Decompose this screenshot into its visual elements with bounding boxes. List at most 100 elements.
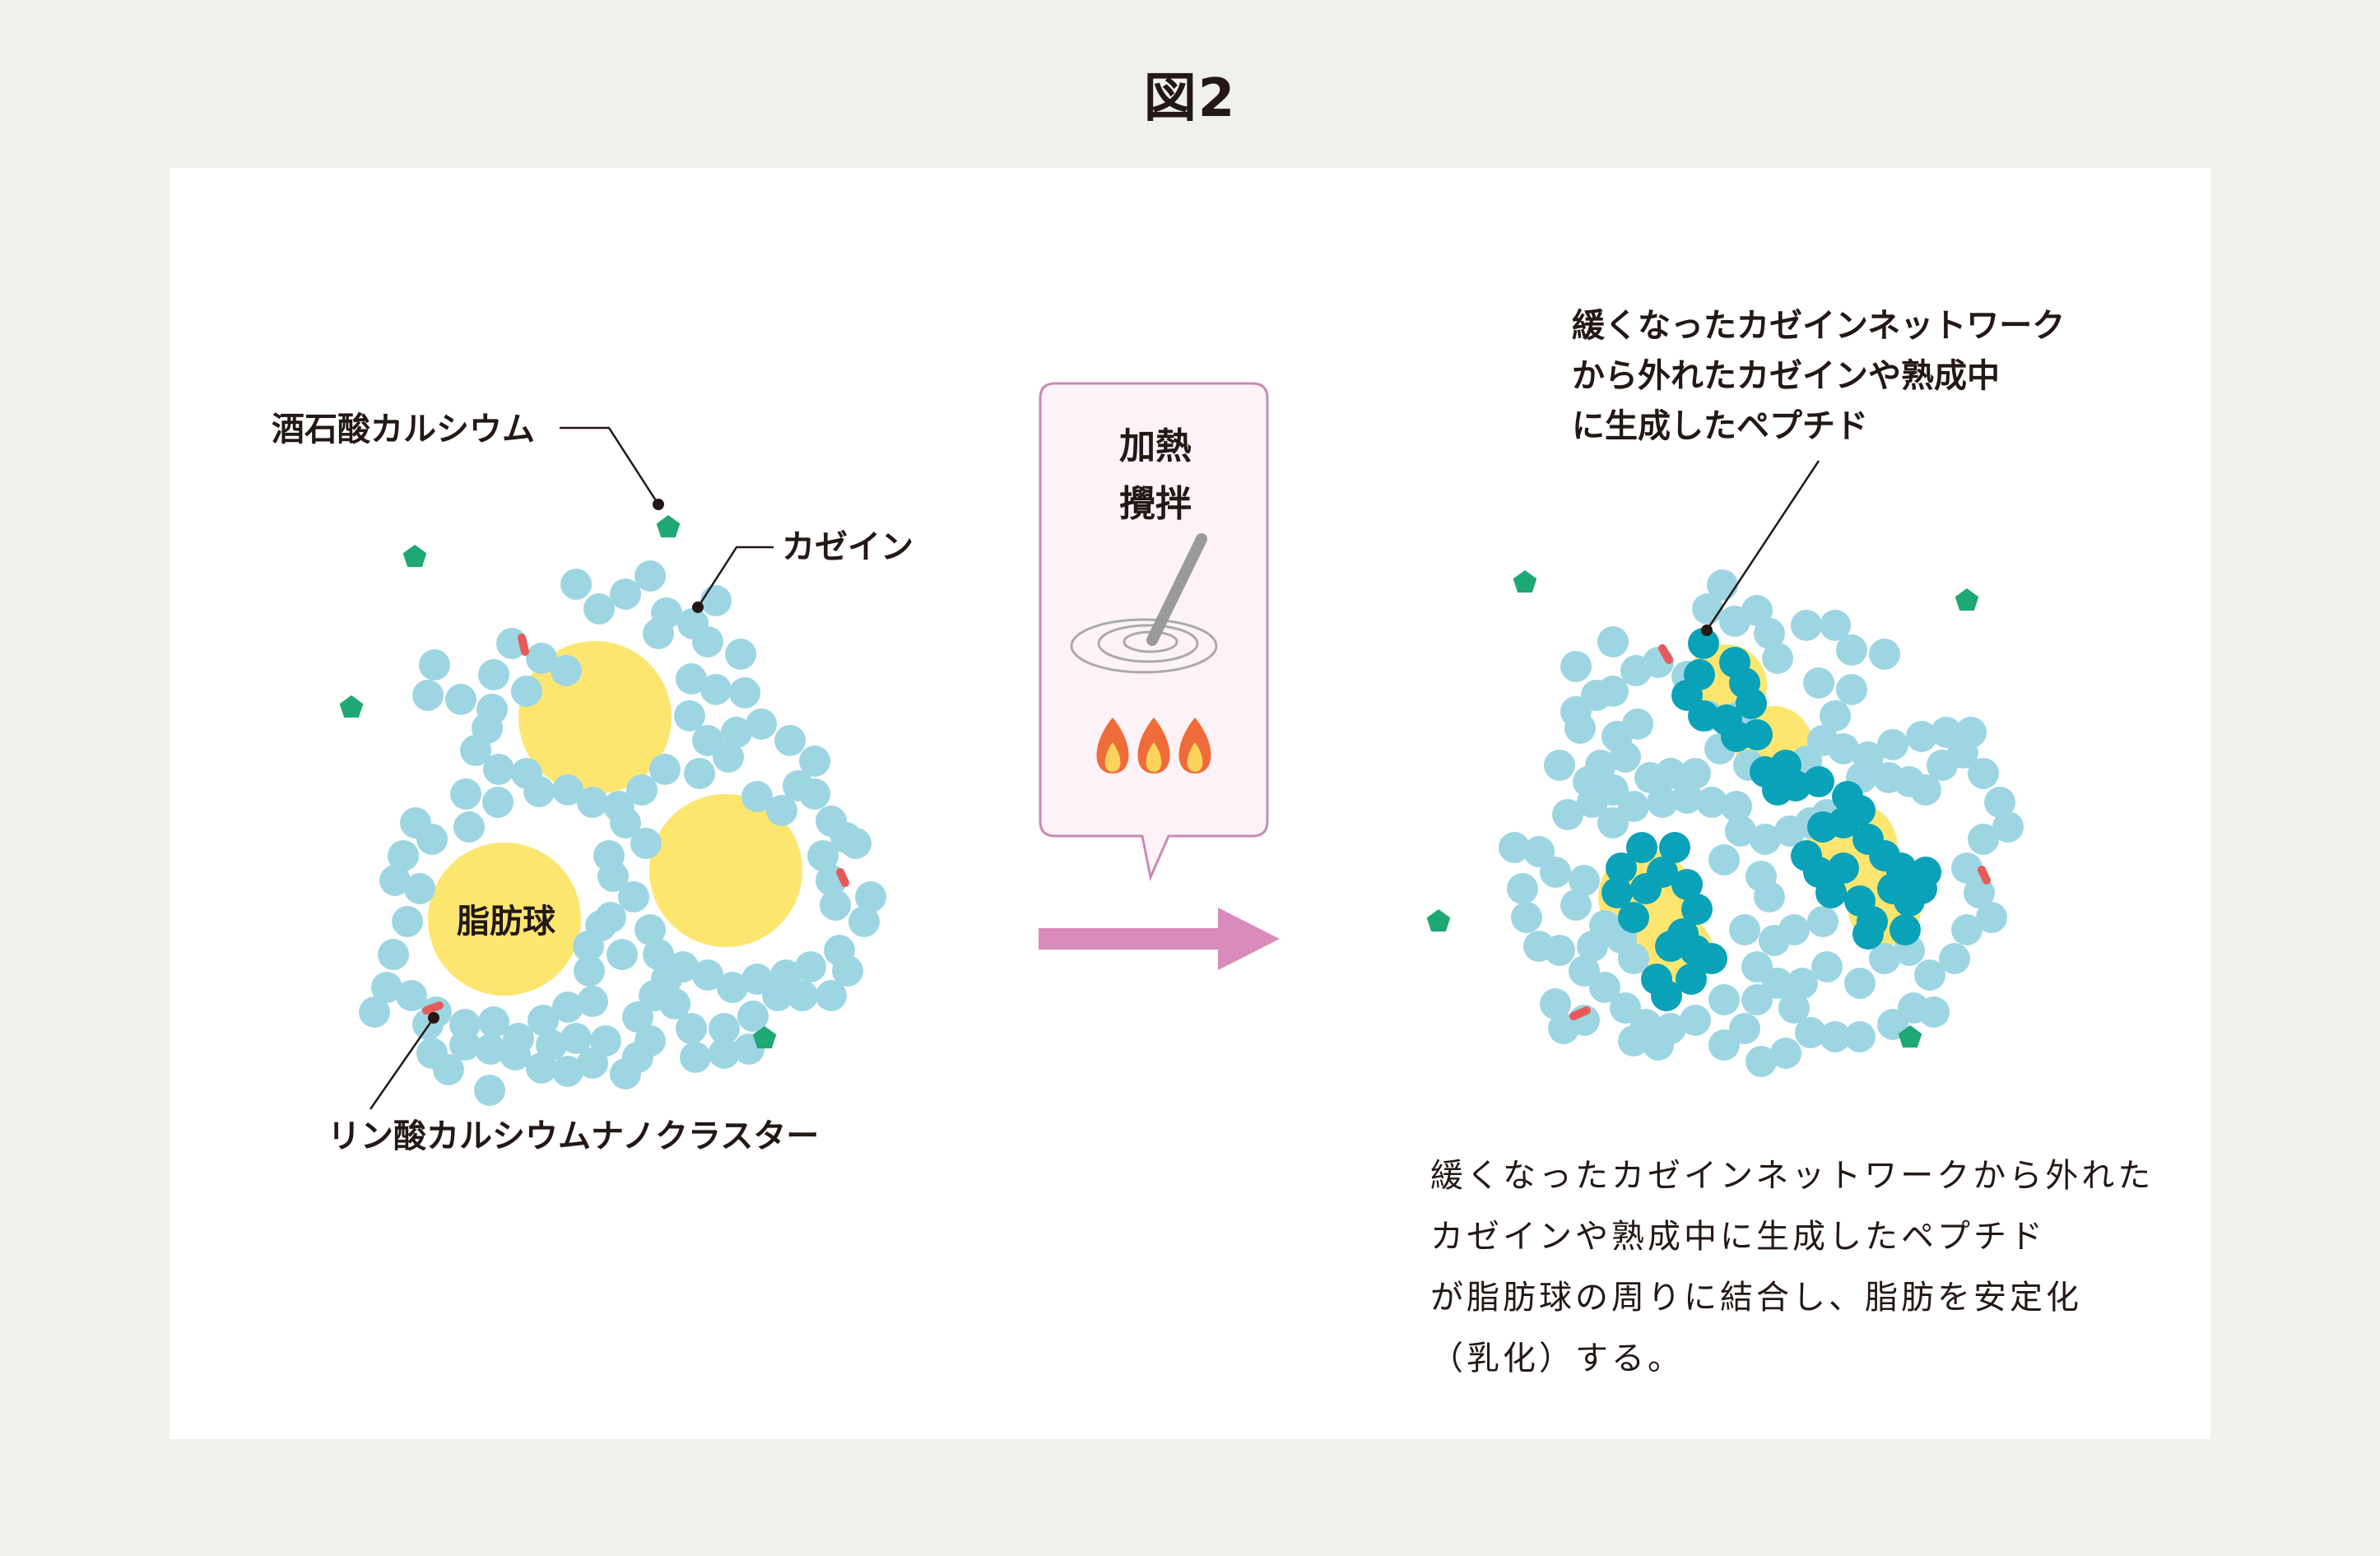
calcium-tartrate	[402, 545, 427, 568]
casein-bead	[1634, 762, 1666, 793]
casein-bead	[1708, 984, 1740, 1015]
casein-bead	[392, 906, 423, 937]
casein-bead	[737, 1001, 769, 1032]
calcium-tartrate	[752, 1026, 777, 1049]
casein-bead	[404, 873, 435, 904]
description-line: 緩くなったカゼインネットワークから外れた	[1430, 1157, 2155, 1195]
bound-casein-peptide	[1791, 840, 1822, 871]
calcium-tartrate	[1513, 570, 1537, 593]
casein-bead	[709, 1013, 740, 1044]
casein-bead	[1869, 943, 1900, 974]
casein-bead	[412, 680, 444, 711]
figure-title: 図2	[1143, 68, 1237, 129]
heat-stir-text: 加熱 攪拌	[1032, 418, 1279, 533]
casein-bead	[419, 649, 450, 680]
casein-bead	[574, 955, 605, 987]
left-cluster	[339, 515, 886, 1106]
casein-bead	[552, 1056, 583, 1087]
casein-bead	[371, 972, 402, 1003]
casein-bead	[676, 1013, 707, 1044]
casein-bead	[1511, 902, 1542, 933]
bound-casein-peptide	[1910, 857, 1941, 888]
casein-bead	[1869, 639, 1900, 670]
casein-bead	[359, 996, 390, 1028]
casein-bead	[388, 840, 419, 871]
casein-bead	[1984, 787, 2015, 818]
casein-bead	[795, 951, 826, 982]
phosphate-nanocluster	[1658, 644, 1673, 664]
bound-casein-peptide	[1630, 873, 1662, 904]
bound-casein-peptide	[1659, 832, 1690, 863]
annotation-line: から外れたカゼインや熟成中	[1572, 357, 2000, 395]
bound-casein-peptide	[1655, 931, 1686, 962]
casein-bead	[1708, 1029, 1740, 1061]
bound-casein-peptide	[1852, 918, 1884, 950]
heat-text: 加熱	[1119, 425, 1192, 467]
casein-bead	[1750, 824, 1781, 855]
casein-bead	[807, 840, 839, 871]
casein-bead	[1671, 783, 1703, 814]
casein-bead	[717, 972, 748, 1003]
casein-bead	[816, 980, 847, 1011]
casein-bead	[483, 754, 514, 785]
casein-bead	[659, 988, 690, 1020]
casein-bead	[1939, 943, 1970, 974]
casein-bead	[700, 674, 732, 705]
casein-bead	[474, 1075, 505, 1106]
casein-bead	[741, 781, 773, 812]
casein-bead	[482, 787, 514, 818]
casein-bead	[799, 778, 830, 810]
casein-bead	[1618, 943, 1649, 974]
casein-bead	[416, 824, 448, 855]
description-line: カゼインや熟成中に生成したペプチド	[1430, 1218, 2046, 1256]
right-cluster	[1426, 569, 2024, 1077]
casein-bead	[1540, 988, 1571, 1020]
casein-bead	[709, 1038, 740, 1069]
casein-bead	[692, 959, 723, 991]
casein-bead	[1741, 595, 1773, 626]
bound-casein-peptide	[1688, 700, 1719, 732]
phosphate-nanocluster	[518, 634, 529, 656]
casein-bead	[1544, 750, 1575, 781]
casein-bead	[1964, 877, 1995, 908]
casein-bead	[1762, 643, 1793, 674]
casein-bead	[1873, 762, 1904, 793]
casein-bead	[1836, 634, 1867, 666]
stirring-rod	[1146, 533, 1207, 646]
casein-bead	[1507, 873, 1538, 904]
casein-bead	[1745, 1046, 1777, 1077]
casein-bead	[577, 986, 608, 1017]
bound-casein-peptide	[1681, 894, 1713, 925]
casein-bead	[774, 725, 806, 756]
casein-bead	[729, 677, 760, 708]
casein-bead	[1564, 713, 1596, 744]
casein-bead	[1778, 914, 1810, 945]
bound-casein-peptide	[1606, 852, 1637, 884]
casein-bead	[1721, 791, 1752, 822]
bound-casein-peptide	[1741, 719, 1773, 750]
casein-bead	[700, 585, 732, 616]
casein-bead	[1523, 931, 1555, 962]
casein-bead	[762, 980, 793, 1011]
description-line: が脂肪球の周りに結合し、脂肪を安定化	[1430, 1279, 2082, 1317]
casein-bead	[1914, 959, 1945, 991]
casein-bead	[610, 1058, 641, 1089]
casein-bead	[824, 935, 855, 966]
bound-casein-peptide	[1671, 869, 1703, 900]
casein-bead	[610, 807, 641, 838]
casein-bead	[1540, 857, 1571, 888]
calcium-tartrate	[339, 695, 364, 718]
casein-bead	[1807, 906, 1838, 937]
casein-bead	[378, 939, 409, 970]
casein-leader-line	[696, 546, 774, 608]
casein-bead	[1692, 593, 1723, 625]
casein-bead	[643, 618, 674, 649]
casein-bead	[1729, 914, 1760, 945]
casein-bead	[1795, 1017, 1826, 1048]
casein-bead	[1560, 889, 1592, 921]
fat-globule	[428, 843, 581, 996]
casein-bead	[787, 980, 818, 1011]
phosphate-leader-dot	[428, 1012, 439, 1024]
casein-bead	[1680, 758, 1711, 789]
casein-bead	[1707, 569, 1738, 601]
